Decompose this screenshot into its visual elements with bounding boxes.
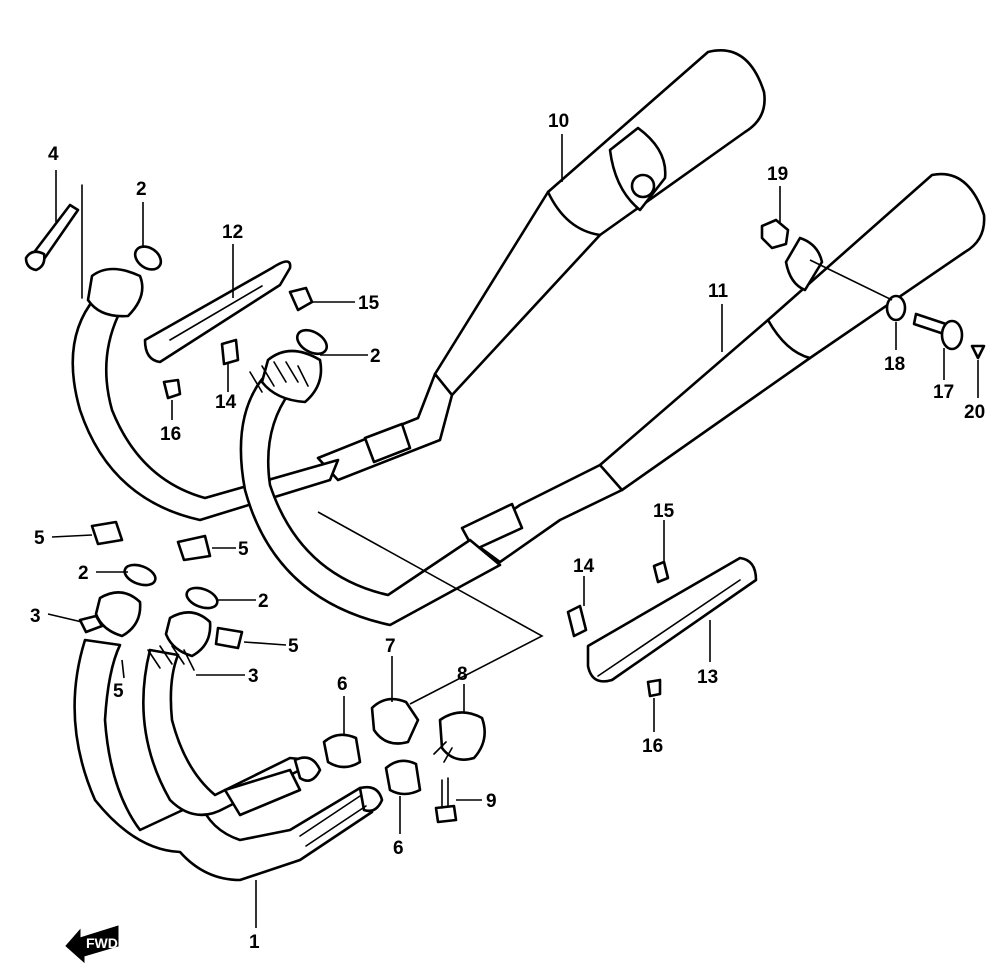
nut-part-19 [760, 218, 790, 250]
callout-18: 18 [884, 354, 905, 375]
callout-15-lower: 15 [653, 501, 675, 522]
bracket-part-12 [143, 260, 292, 364]
callout-14-upper: 14 [215, 392, 237, 413]
clamp-part-7 [370, 697, 420, 745]
bolt-part-16-upper [162, 378, 182, 400]
bolt-part-17 [912, 312, 964, 351]
callout-6-upper: 6 [337, 674, 348, 695]
muffler-right-part-10 [316, 49, 766, 482]
bolt-part-16-lower [646, 678, 662, 698]
retainer-part-5-c [214, 626, 244, 650]
callout-13: 13 [697, 667, 718, 688]
exhaust-pipe-upper-right [239, 349, 502, 627]
forward-arrow-icon: FWD [65, 925, 119, 964]
callout-3-right: 3 [248, 666, 259, 687]
callout-3-left: 3 [30, 606, 41, 627]
callout-6-lower: 6 [393, 838, 404, 859]
callout-5-b: 5 [238, 539, 249, 560]
clamp-part-8 [433, 711, 486, 763]
callout-4: 4 [48, 144, 59, 165]
callout-2-mid: 2 [370, 346, 381, 367]
callout-20: 20 [964, 402, 985, 423]
callout-10: 10 [548, 111, 569, 132]
callout-16-upper: 16 [160, 424, 181, 445]
exhaust-pipe-part-1 [73, 638, 384, 882]
callout-leaders [47, 134, 979, 928]
callout-2-upper: 2 [136, 179, 147, 200]
flange-part-3-left [78, 591, 142, 638]
callout-12: 12 [222, 222, 243, 243]
callout-15-upper: 15 [358, 293, 380, 314]
callout-5-c: 5 [288, 636, 299, 657]
gasket-part-2-lower-a [123, 563, 157, 587]
callout-7: 7 [385, 636, 396, 657]
clip-part-14-lower [566, 604, 588, 638]
callout-9: 9 [486, 791, 497, 812]
callout-2-lower-b: 2 [258, 591, 269, 612]
sleeve-part-6-lower [384, 759, 422, 796]
muffler-left-part-11 [460, 172, 986, 564]
flange-part-3-right [147, 611, 212, 671]
callout-8: 8 [457, 664, 468, 685]
retainer-part-5-a [90, 520, 124, 546]
callout-1: 1 [249, 932, 260, 953]
washer-part-18 [885, 294, 907, 322]
forward-label: FWD [86, 935, 118, 951]
mount-relation-line [809, 259, 893, 301]
gasket-part-2-mid [295, 328, 329, 356]
gasket-part-2-lower-b [185, 586, 219, 610]
callout-19: 19 [767, 164, 788, 185]
nut-part-15-lower [652, 560, 670, 584]
callout-5-a: 5 [34, 528, 45, 549]
nut-part-15-upper [288, 286, 314, 312]
sleeve-part-6-upper [322, 733, 362, 769]
bolt-part-9 [434, 777, 458, 824]
callout-2-lower-a: 2 [78, 563, 89, 584]
callout-5-d: 5 [113, 681, 124, 702]
callout-16-lower: 16 [642, 736, 663, 757]
cap-part-20 [970, 344, 986, 360]
exhaust-pipe-upper-left [71, 267, 340, 522]
assembly-relation-line [317, 511, 544, 705]
heat-shield-part-13 [586, 556, 758, 683]
gasket-part-2-upper [133, 245, 163, 271]
callout-17: 17 [933, 382, 954, 403]
bolt-part-4 [24, 203, 80, 272]
callout-11: 11 [708, 281, 729, 302]
clip-part-14-upper [220, 338, 240, 366]
callout-14-lower: 14 [573, 556, 595, 577]
retainer-part-5-b [176, 534, 212, 562]
